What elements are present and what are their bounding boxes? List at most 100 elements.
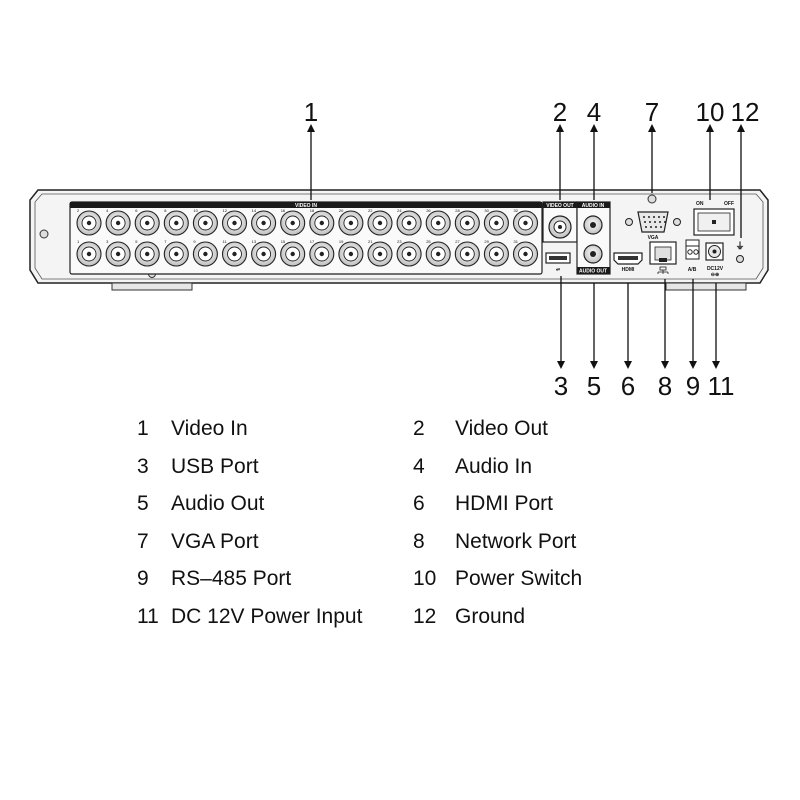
chassis-screw-left <box>39 229 49 239</box>
network-port[interactable] <box>649 241 677 274</box>
bnc-connector[interactable]: 1 <box>76 239 102 267</box>
callout-number: 1 <box>304 97 318 127</box>
callout-number: 8 <box>658 371 672 400</box>
legend-number: 3 <box>137 454 149 478</box>
bnc-number: 22 <box>368 208 373 213</box>
power-switch[interactable]: ON OFF <box>693 201 735 236</box>
legend-label: Power Switch <box>455 567 583 590</box>
callout-number: 4 <box>587 97 601 127</box>
bnc-number: 17 <box>310 239 315 244</box>
bnc-connector[interactable]: 17 <box>309 239 335 267</box>
bnc-number: 19 <box>339 239 344 244</box>
legend-label: Network Port <box>455 529 577 553</box>
legend-number: 8 <box>413 529 425 553</box>
callout-number: 5 <box>587 371 601 400</box>
legend-number: 5 <box>137 492 149 515</box>
rs485-port[interactable]: A/B <box>685 239 700 273</box>
bnc-connector[interactable]: 30 <box>483 208 509 236</box>
bnc-connector[interactable]: 26 <box>425 208 451 236</box>
legend-label: RS–485 Port <box>171 567 292 590</box>
bnc-connector[interactable]: 7 <box>163 239 189 267</box>
legend-number: 4 <box>413 454 425 478</box>
bnc-number: 12 <box>223 208 228 213</box>
bnc-connector[interactable]: 15 <box>280 239 306 267</box>
bnc-number: 2 <box>77 208 80 213</box>
rs485-label: A/B <box>688 267 697 273</box>
bnc-number: 23 <box>397 239 402 244</box>
bnc-connector[interactable]: 22 <box>367 208 393 236</box>
hdmi-port[interactable]: HDMI <box>613 252 643 273</box>
audio-block: AUDIO IN AUDIO OUT <box>576 201 611 275</box>
callout-number: 10 <box>696 97 725 127</box>
bnc-connector[interactable]: 10 <box>192 208 218 236</box>
hdmi-label: HDMI <box>622 267 635 273</box>
audio-in-label: AUDIO IN <box>582 203 605 209</box>
bnc-connector[interactable]: 2 <box>76 208 102 236</box>
legend-number: 10 <box>413 567 437 590</box>
vga-label: VGA <box>648 235 659 241</box>
bnc-connector[interactable]: 8 <box>163 208 189 236</box>
legend-label: Video Out <box>455 417 549 440</box>
usb-port[interactable]: ⭉ <box>545 252 571 273</box>
vga-port[interactable]: VGA <box>625 194 681 241</box>
callout-number: 7 <box>645 97 659 127</box>
bnc-connector[interactable]: 32 <box>512 208 539 236</box>
callout-number: 9 <box>686 371 700 400</box>
legend-number: 7 <box>137 529 149 553</box>
bnc-number: 9 <box>193 239 196 244</box>
bnc-connector[interactable]: 28 <box>454 208 480 236</box>
usb-icon: ⭉ <box>555 267 560 273</box>
bnc-connector[interactable]: 13 <box>251 239 277 267</box>
legend-label: Audio In <box>455 454 533 478</box>
bnc-connector[interactable]: 27 <box>454 239 480 267</box>
legend-number: 1 <box>137 417 149 440</box>
bnc-number: 26 <box>426 208 431 213</box>
bnc-connector[interactable]: 25 <box>425 239 451 267</box>
ground-terminal[interactable]: ⏚ <box>735 241 745 263</box>
legend-label: VGA Port <box>171 529 259 553</box>
callout-number: 3 <box>554 371 568 400</box>
network-icon <box>657 266 669 274</box>
callout-lines <box>307 124 745 369</box>
bnc-number: 4 <box>106 208 109 213</box>
bnc-connector[interactable]: 14 <box>251 208 277 236</box>
bnc-connector[interactable]: 19 <box>338 239 364 267</box>
bnc-number: 31 <box>514 239 519 244</box>
bnc-number: 10 <box>193 208 198 213</box>
bnc-number: 16 <box>281 208 286 213</box>
bnc-number: 6 <box>135 208 138 213</box>
bnc-number: 24 <box>397 208 402 213</box>
dc-polarity-icon: ⊖⊕ <box>711 272 719 278</box>
callout-number: 11 <box>708 371 735 400</box>
bnc-connector[interactable]: 21 <box>367 239 393 267</box>
vga-screw-top <box>647 194 657 204</box>
bnc-connector[interactable]: 29 <box>483 239 509 267</box>
bnc-connector[interactable]: 9 <box>192 239 218 267</box>
legend-number: 6 <box>413 492 425 515</box>
bnc-connector[interactable]: 18 <box>309 208 335 236</box>
bnc-number: 14 <box>252 208 257 213</box>
bnc-number: 32 <box>514 208 519 213</box>
bnc-connector[interactable]: 31 <box>512 239 539 267</box>
bnc-connector[interactable]: 16 <box>280 208 306 236</box>
bnc-number: 20 <box>339 208 344 213</box>
bnc-connector[interactable]: 3 <box>105 239 131 267</box>
bnc-connector[interactable]: 12 <box>221 208 248 236</box>
dc-power-input[interactable]: DC12V ⊖⊕ <box>705 242 724 278</box>
bnc-connector[interactable]: 6 <box>134 208 160 236</box>
video-out-label: VIDEO OUT <box>546 203 574 209</box>
legend-label: HDMI Port <box>455 492 554 515</box>
video-in-label: VIDEO IN <box>295 203 317 209</box>
bnc-connector[interactable]: 24 <box>396 208 422 236</box>
bnc-connector[interactable]: 5 <box>134 239 160 267</box>
bnc-number: 29 <box>484 239 489 244</box>
bnc-connector[interactable]: 4 <box>105 208 131 236</box>
bnc-number: 3 <box>106 239 109 244</box>
bnc-connector[interactable]: 11 <box>221 239 248 267</box>
bnc-connector[interactable]: 23 <box>396 239 422 267</box>
bnc-connector[interactable]: 20 <box>338 208 364 236</box>
